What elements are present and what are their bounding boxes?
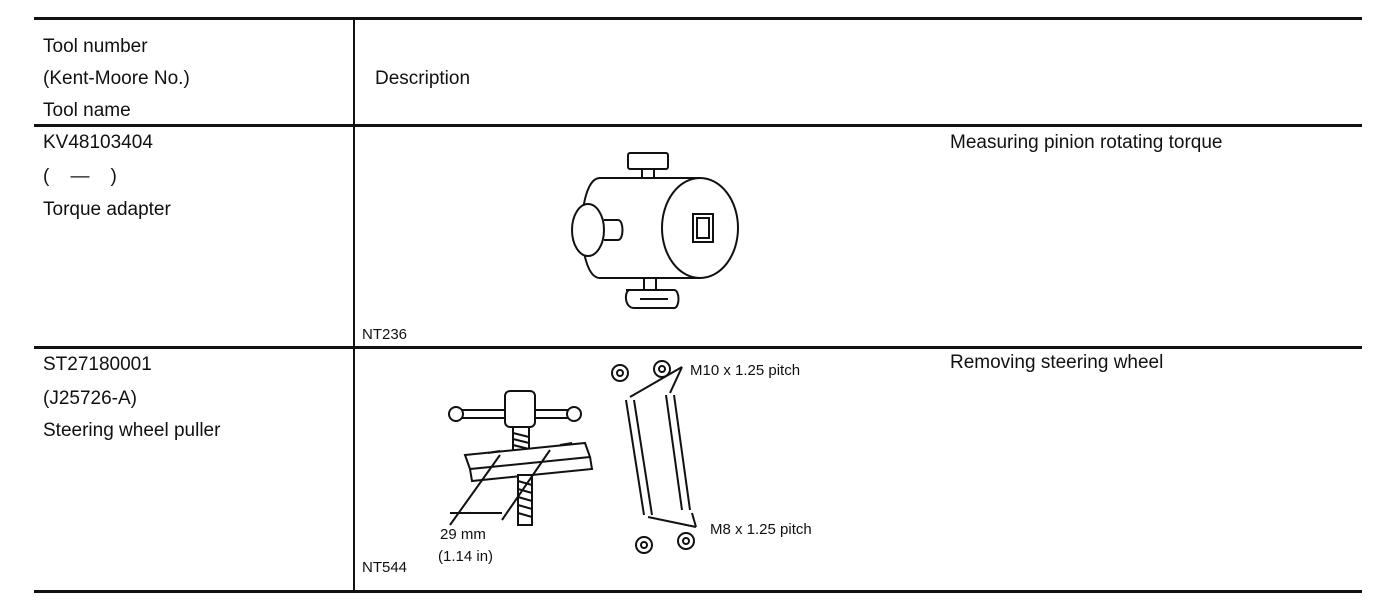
header-bottom-rule <box>34 124 1362 127</box>
tool-description: Removing steering wheel <box>950 352 1164 373</box>
dimension-mm: 29 mm <box>440 526 486 543</box>
thread-callout-m10: M10 x 1.25 pitch <box>690 362 801 379</box>
header-tool-number: Tool number <box>43 36 148 57</box>
table-bottom-rule <box>34 590 1362 593</box>
figure-code: NT544 <box>362 559 408 576</box>
row-divider-rule <box>34 346 1362 349</box>
figure-code: NT236 <box>362 326 408 343</box>
torque-adapter-illustration <box>571 152 739 309</box>
kent-moore-number: (J25726-A) <box>43 388 137 409</box>
steering-wheel-puller-illustration <box>448 360 697 554</box>
kent-moore-number: ( — ) <box>43 166 117 187</box>
dimension-in: (1.14 in) <box>438 548 494 565</box>
header-tool-name: Tool name <box>43 100 131 121</box>
tool-number: KV48103404 <box>43 132 153 153</box>
tool-number: ST27180001 <box>43 354 152 375</box>
thread-callout-m8: M8 x 1.25 pitch <box>710 521 812 538</box>
header-kent-moore: (Kent-Moore No.) <box>43 68 190 89</box>
header-description: Description <box>375 68 471 89</box>
table-top-rule <box>34 17 1362 20</box>
tool-name: Steering wheel puller <box>43 420 221 441</box>
column-divider <box>353 19 355 592</box>
tool-description: Measuring pinion rotating torque <box>950 132 1223 153</box>
tool-name: Torque adapter <box>43 199 171 220</box>
